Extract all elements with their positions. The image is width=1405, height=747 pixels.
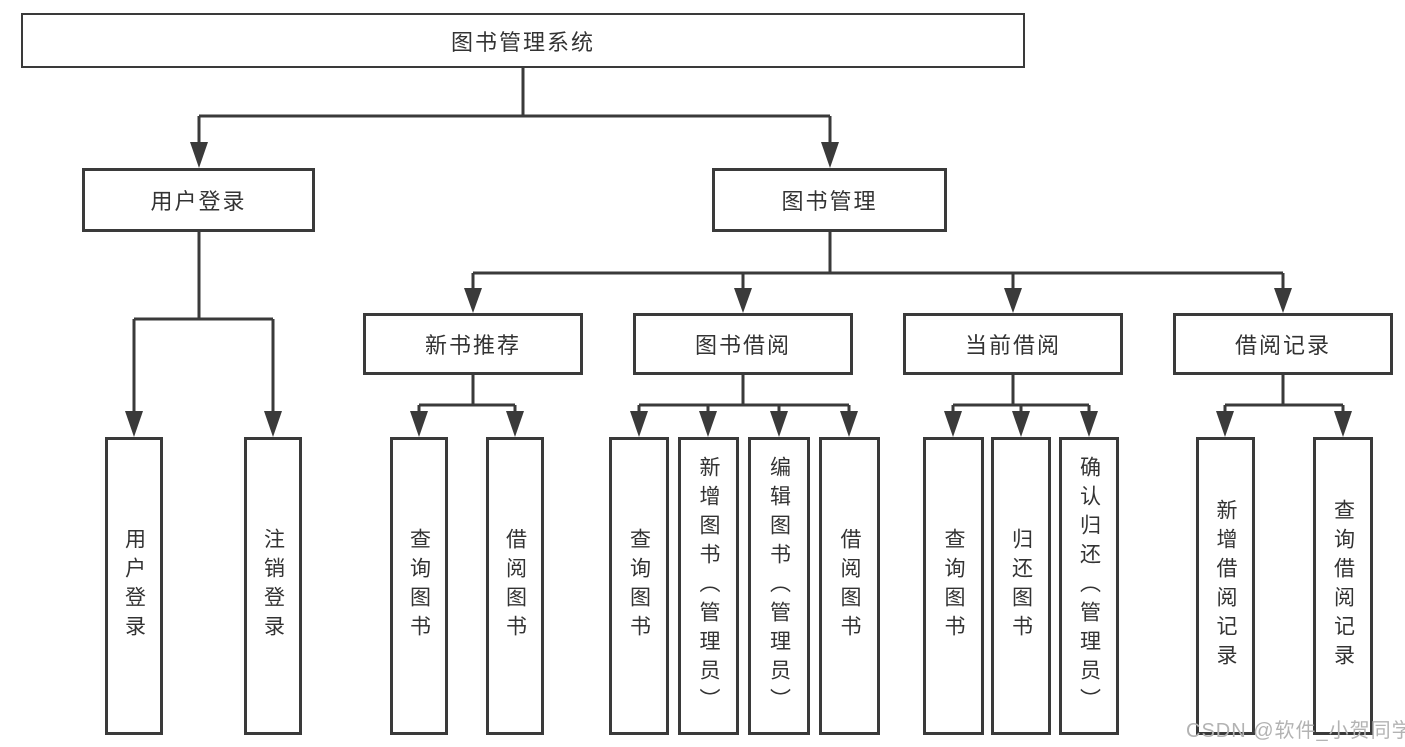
node-user-login: 用户登录 xyxy=(82,168,315,232)
node-label: 借阅图书 xyxy=(838,528,861,644)
connector-root-to-level2 xyxy=(190,68,839,168)
arrowhead-icon xyxy=(1334,411,1352,437)
node-label: 注销登录 xyxy=(261,528,285,644)
arrowhead-icon xyxy=(125,411,143,437)
leaf-bb-borrow-books: 借阅图书 xyxy=(819,437,880,735)
arrowhead-icon xyxy=(1004,288,1022,313)
node-label: 确认归还（管理员） xyxy=(1077,455,1101,717)
arrowhead-icon xyxy=(944,411,962,437)
node-label: 借阅记录 xyxy=(1234,333,1331,358)
connector-current-borrowing-to-leaves xyxy=(944,375,1098,437)
arrowhead-icon xyxy=(821,142,839,168)
leaf-bb-edit-books-admin: 编辑图书（管理员） xyxy=(748,437,810,735)
node-label: 查询图书 xyxy=(627,528,651,644)
leaf-nbr-query-books: 查询图书 xyxy=(390,437,448,735)
arrowhead-icon xyxy=(840,411,858,437)
node-label: 查询图书 xyxy=(942,528,965,644)
arrowhead-icon xyxy=(264,411,282,437)
node-current-borrowing: 当前借阅 xyxy=(903,313,1123,375)
connector-user-login-to-leaves xyxy=(125,232,282,437)
node-label: 图书管理系统 xyxy=(450,29,595,55)
arrowhead-icon xyxy=(734,288,752,313)
node-library-management-system: 图书管理系统 xyxy=(21,13,1025,68)
leaf-bb-add-books-admin: 新增图书（管理员） xyxy=(678,437,739,735)
connector-line xyxy=(197,68,832,144)
node-label: 当前借阅 xyxy=(964,333,1061,358)
node-label: 归还图书 xyxy=(1009,528,1033,644)
node-book-borrowing: 图书借阅 xyxy=(633,313,853,375)
arrowhead-icon xyxy=(464,288,482,313)
arrowhead-icon xyxy=(1080,411,1098,437)
arrowhead-icon xyxy=(190,142,208,168)
arrowhead-icon xyxy=(1274,288,1292,313)
node-label: 编辑图书（管理员） xyxy=(767,455,791,717)
leaf-user-login: 用户登录 xyxy=(105,437,163,735)
csdn-watermark: CSDN @软件_小贺同学 xyxy=(1186,720,1405,742)
leaf-cb-query-books: 查询图书 xyxy=(923,437,984,735)
connector-line xyxy=(132,232,275,413)
arrowhead-icon xyxy=(1216,411,1234,437)
arrowhead-icon xyxy=(1012,411,1030,437)
arrowhead-icon xyxy=(630,411,648,437)
leaf-cb-return-books: 归还图书 xyxy=(991,437,1051,735)
connector-book-management-to-level3 xyxy=(464,232,1292,313)
connector-line xyxy=(1223,375,1345,413)
leaf-bb-query-books: 查询图书 xyxy=(609,437,669,735)
node-borrowing-records: 借阅记录 xyxy=(1173,313,1393,375)
node-label: 图书借阅 xyxy=(694,333,791,358)
leaf-cb-confirm-return-admin: 确认归还（管理员） xyxy=(1059,437,1119,735)
node-label: 新增借阅记录 xyxy=(1214,499,1237,673)
arrowhead-icon xyxy=(699,411,717,437)
node-label: 用户登录 xyxy=(150,189,247,214)
node-label: 借阅图书 xyxy=(503,528,527,644)
node-label: 用户登录 xyxy=(122,528,146,644)
connector-line xyxy=(637,375,851,413)
connector-line xyxy=(471,232,1285,290)
arrowhead-icon xyxy=(770,411,788,437)
leaf-nbr-borrow-books: 借阅图书 xyxy=(486,437,544,735)
connector-book-borrowing-to-leaves xyxy=(630,375,858,437)
leaf-br-add-record: 新增借阅记录 xyxy=(1196,437,1255,735)
node-book-management: 图书管理 xyxy=(712,168,947,232)
connector-new-book-recommend-to-leaves xyxy=(410,375,524,437)
node-label: 新书推荐 xyxy=(424,333,521,358)
arrowhead-icon xyxy=(410,411,428,437)
leaf-br-query-record: 查询借阅记录 xyxy=(1313,437,1373,735)
arrowhead-icon xyxy=(506,411,524,437)
leaf-logout: 注销登录 xyxy=(244,437,302,735)
connector-borrowing-records-to-leaves xyxy=(1216,375,1352,437)
node-new-book-recommendation: 新书推荐 xyxy=(363,313,583,375)
node-label: 查询借阅记录 xyxy=(1331,499,1355,673)
node-label: 新增图书（管理员） xyxy=(697,455,720,717)
node-label: 查询图书 xyxy=(407,528,431,644)
node-label: 图书管理 xyxy=(781,189,878,214)
connector-line xyxy=(951,375,1091,413)
connector-line xyxy=(417,375,517,413)
